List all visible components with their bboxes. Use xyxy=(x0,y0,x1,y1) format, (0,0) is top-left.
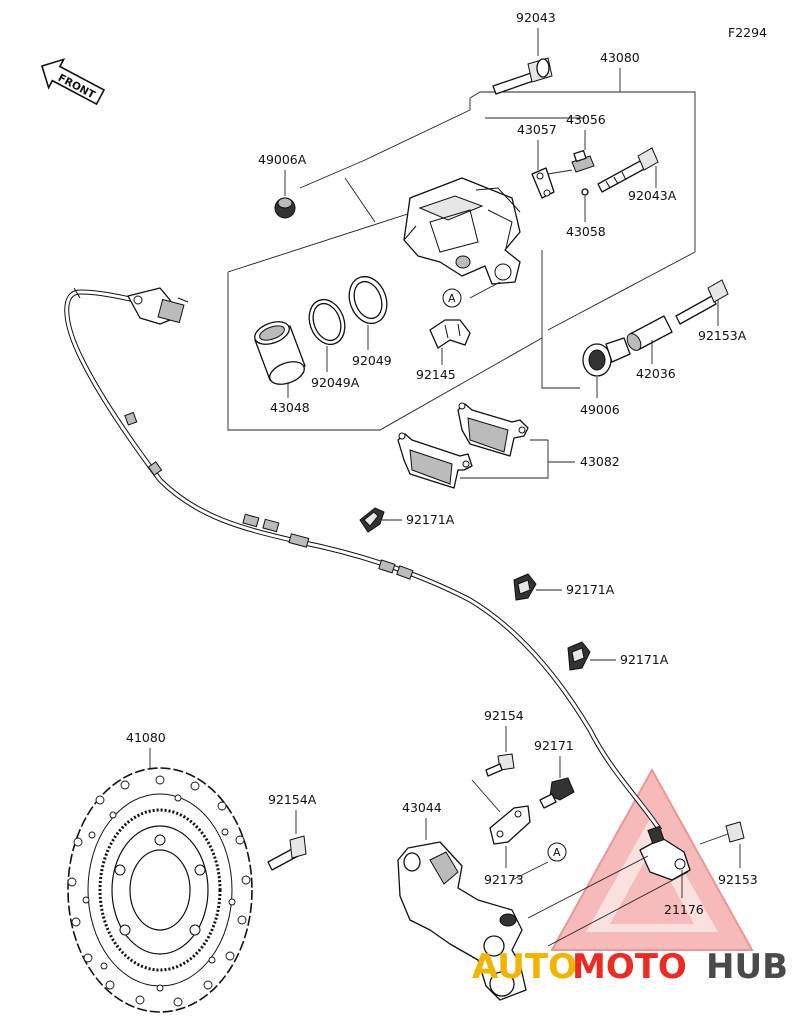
label-92153: 92153 xyxy=(718,872,758,887)
label-92171A-1: 92171A xyxy=(406,512,455,527)
callout-a-label: A xyxy=(448,292,456,305)
label-92043A: 92043A xyxy=(628,188,677,203)
boot-49006A xyxy=(274,170,296,219)
bolt-92154 xyxy=(485,726,515,777)
label-92173: 92173 xyxy=(484,872,524,887)
bolt-92154A xyxy=(267,810,307,871)
label-92171: 92171 xyxy=(534,738,574,753)
caliper-assembly-outline xyxy=(227,68,696,431)
seal-92049A xyxy=(308,298,346,372)
bracket-92173 xyxy=(489,805,531,868)
callout-a-bottom-label: A xyxy=(553,846,561,859)
slide-pin-92043A xyxy=(597,147,659,193)
label-43057: 43057 xyxy=(517,122,557,137)
label-43058: 43058 xyxy=(566,224,606,239)
label-49006: 49006 xyxy=(580,402,620,417)
pin-43058 xyxy=(581,188,589,222)
bolt-92153A xyxy=(675,279,729,326)
label-92049A: 92049A xyxy=(311,375,360,390)
label-92153A: 92153A xyxy=(698,328,747,343)
label-43048: 43048 xyxy=(270,400,310,415)
callout-a-bottom: A xyxy=(547,842,567,862)
seal-92049 xyxy=(348,275,388,350)
label-92145: 92145 xyxy=(416,367,456,382)
label-43044: 43044 xyxy=(402,800,442,815)
front-arrow-icon: FRONT xyxy=(40,58,106,106)
label-43056: 43056 xyxy=(566,112,606,127)
clamp-92171A-2 xyxy=(513,573,562,601)
caliper-body xyxy=(403,177,521,285)
bleeder-cap-43057 xyxy=(531,140,573,199)
label-92043: 92043 xyxy=(516,10,556,25)
cable-connector xyxy=(127,287,189,325)
watermark-moto: MOTO xyxy=(572,947,687,987)
clamp-92171A-1 xyxy=(359,507,402,533)
pad-spring-92145 xyxy=(429,319,471,365)
bolt-92153 xyxy=(725,821,745,868)
brake-disc-41080 xyxy=(67,767,253,1013)
abs-sensor-21176 xyxy=(639,825,691,898)
brake-pad-set-43082 xyxy=(397,402,575,489)
label-92171A-3: 92171A xyxy=(620,652,669,667)
label-43082: 43082 xyxy=(580,454,620,469)
caliper-bracket-43044 xyxy=(397,818,527,1001)
clamp-92171A-3 xyxy=(567,641,616,671)
label-92154: 92154 xyxy=(484,708,524,723)
piston-43048 xyxy=(254,321,306,398)
label-92049: 92049 xyxy=(352,353,392,368)
figure-code: F2294 xyxy=(728,25,767,40)
bleeder-valve-43056 xyxy=(571,130,595,173)
watermark-hub: HUB xyxy=(706,947,788,987)
watermark-auto: AUTO xyxy=(472,947,577,987)
label-21176: 21176 xyxy=(664,902,704,917)
label-92154A: 92154A xyxy=(268,792,317,807)
abs-sensor-cable xyxy=(64,287,663,832)
sleeve-42036 xyxy=(626,315,673,364)
caliper-bolt-92043 xyxy=(492,28,553,95)
boot-49006 xyxy=(582,337,631,398)
label-92171A-2: 92171A xyxy=(566,582,615,597)
watermark-text: AUTO MOTO HUB xyxy=(472,947,788,987)
label-41080: 41080 xyxy=(126,730,166,745)
label-49006A: 49006A xyxy=(258,152,307,167)
label-43080: 43080 xyxy=(600,50,640,65)
clamp-92171 xyxy=(539,756,575,809)
label-42036: 42036 xyxy=(636,366,676,381)
callout-a-top: A xyxy=(442,288,462,308)
